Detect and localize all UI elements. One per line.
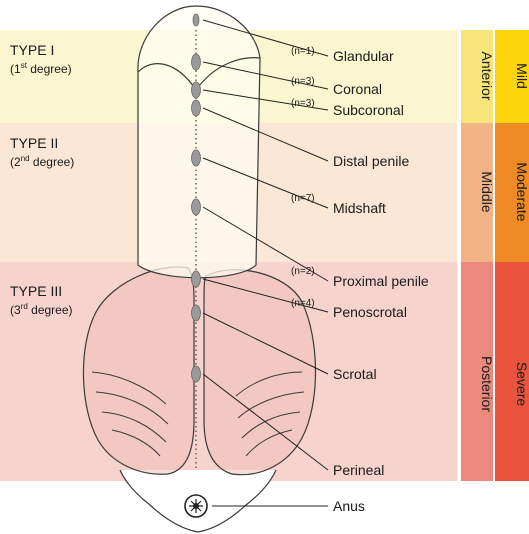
location-scrotal: Scrotal — [333, 366, 377, 382]
location-distal-penile: Distal penile — [333, 153, 409, 169]
count-midshaft: (n=7) — [291, 193, 315, 204]
leader-line-subcoronal — [202, 89, 329, 111]
leader-line-scrotal — [202, 312, 329, 375]
region-anterior-label: Anterior — [479, 51, 495, 100]
type-3-degree: (3rd degree) — [10, 302, 73, 317]
leader-line-midshaft — [202, 157, 329, 209]
right-scrotal-half — [203, 269, 317, 476]
leader-line-glandular — [202, 19, 329, 57]
location-midshaft: Midshaft — [333, 200, 386, 216]
count-proximal-penile: (n=2) — [291, 266, 315, 277]
type-1-label: TYPE I (1st degree) — [10, 42, 72, 76]
location-perineal: Perineal — [333, 462, 384, 478]
type-2-title: TYPE II — [10, 135, 58, 151]
anatomy-illustration — [82, 5, 317, 533]
moderate-severity-bar — [495, 123, 529, 262]
type-2-label: TYPE II (2nd degree) — [10, 135, 74, 169]
middle-region-bar — [461, 123, 493, 262]
type-3-title: TYPE III — [10, 283, 62, 299]
meatus-marker-proximal-penile — [191, 198, 201, 216]
leader-line-proximal-penile — [202, 206, 329, 282]
severe-severity-bar — [495, 262, 529, 481]
count-subcoronal: (n=3) — [291, 98, 315, 109]
count-glandular: (n=1) — [291, 46, 315, 57]
anterior-region-bar — [461, 30, 493, 123]
penile-shaft — [137, 5, 261, 279]
type-1-degree: (1st degree) — [10, 61, 72, 76]
location-penoscrotal: Penoscrotal — [333, 304, 407, 320]
leader-line-distal-penile — [202, 107, 329, 162]
type-1-title: TYPE I — [10, 42, 54, 58]
posterior-region-bar — [461, 262, 493, 481]
region-posterior-label: Posterior — [479, 356, 495, 412]
location-coronal: Coronal — [333, 81, 382, 97]
meatus-markers — [191, 13, 201, 383]
leader-line-perineal — [202, 373, 329, 471]
meatus-marker-perineal — [191, 365, 201, 383]
severity-severe-label: Severe — [514, 362, 529, 407]
leader-line-coronal — [202, 61, 329, 90]
type-2-degree: (2nd degree) — [10, 154, 74, 169]
location-anus: Anus — [333, 498, 365, 514]
leader-lines — [202, 19, 329, 507]
count-penoscrotal: (n=4) — [291, 298, 315, 309]
count-coronal: (n=3) — [291, 76, 315, 87]
meatus-marker-midshaft — [191, 149, 201, 167]
location-subcoronal: Subcoronal — [333, 102, 404, 118]
meatus-marker-glandular — [192, 13, 200, 27]
region-middle-label: Middle — [479, 171, 495, 212]
meatus-marker-penoscrotal — [191, 270, 201, 288]
mild-severity-bar — [495, 30, 529, 123]
leader-line-penoscrotal — [202, 278, 329, 313]
location-proximal-penile: Proximal penile — [333, 273, 429, 289]
location-glandular: Glandular — [333, 48, 394, 64]
severity-moderate-label: Moderate — [514, 162, 529, 221]
meatus-marker-subcoronal — [191, 81, 201, 99]
severity-mild-label: Mild — [514, 63, 529, 89]
meatus-marker-scrotal — [191, 304, 201, 322]
meatus-marker-coronal — [191, 53, 201, 71]
meatus-marker-distal-penile — [191, 99, 201, 117]
